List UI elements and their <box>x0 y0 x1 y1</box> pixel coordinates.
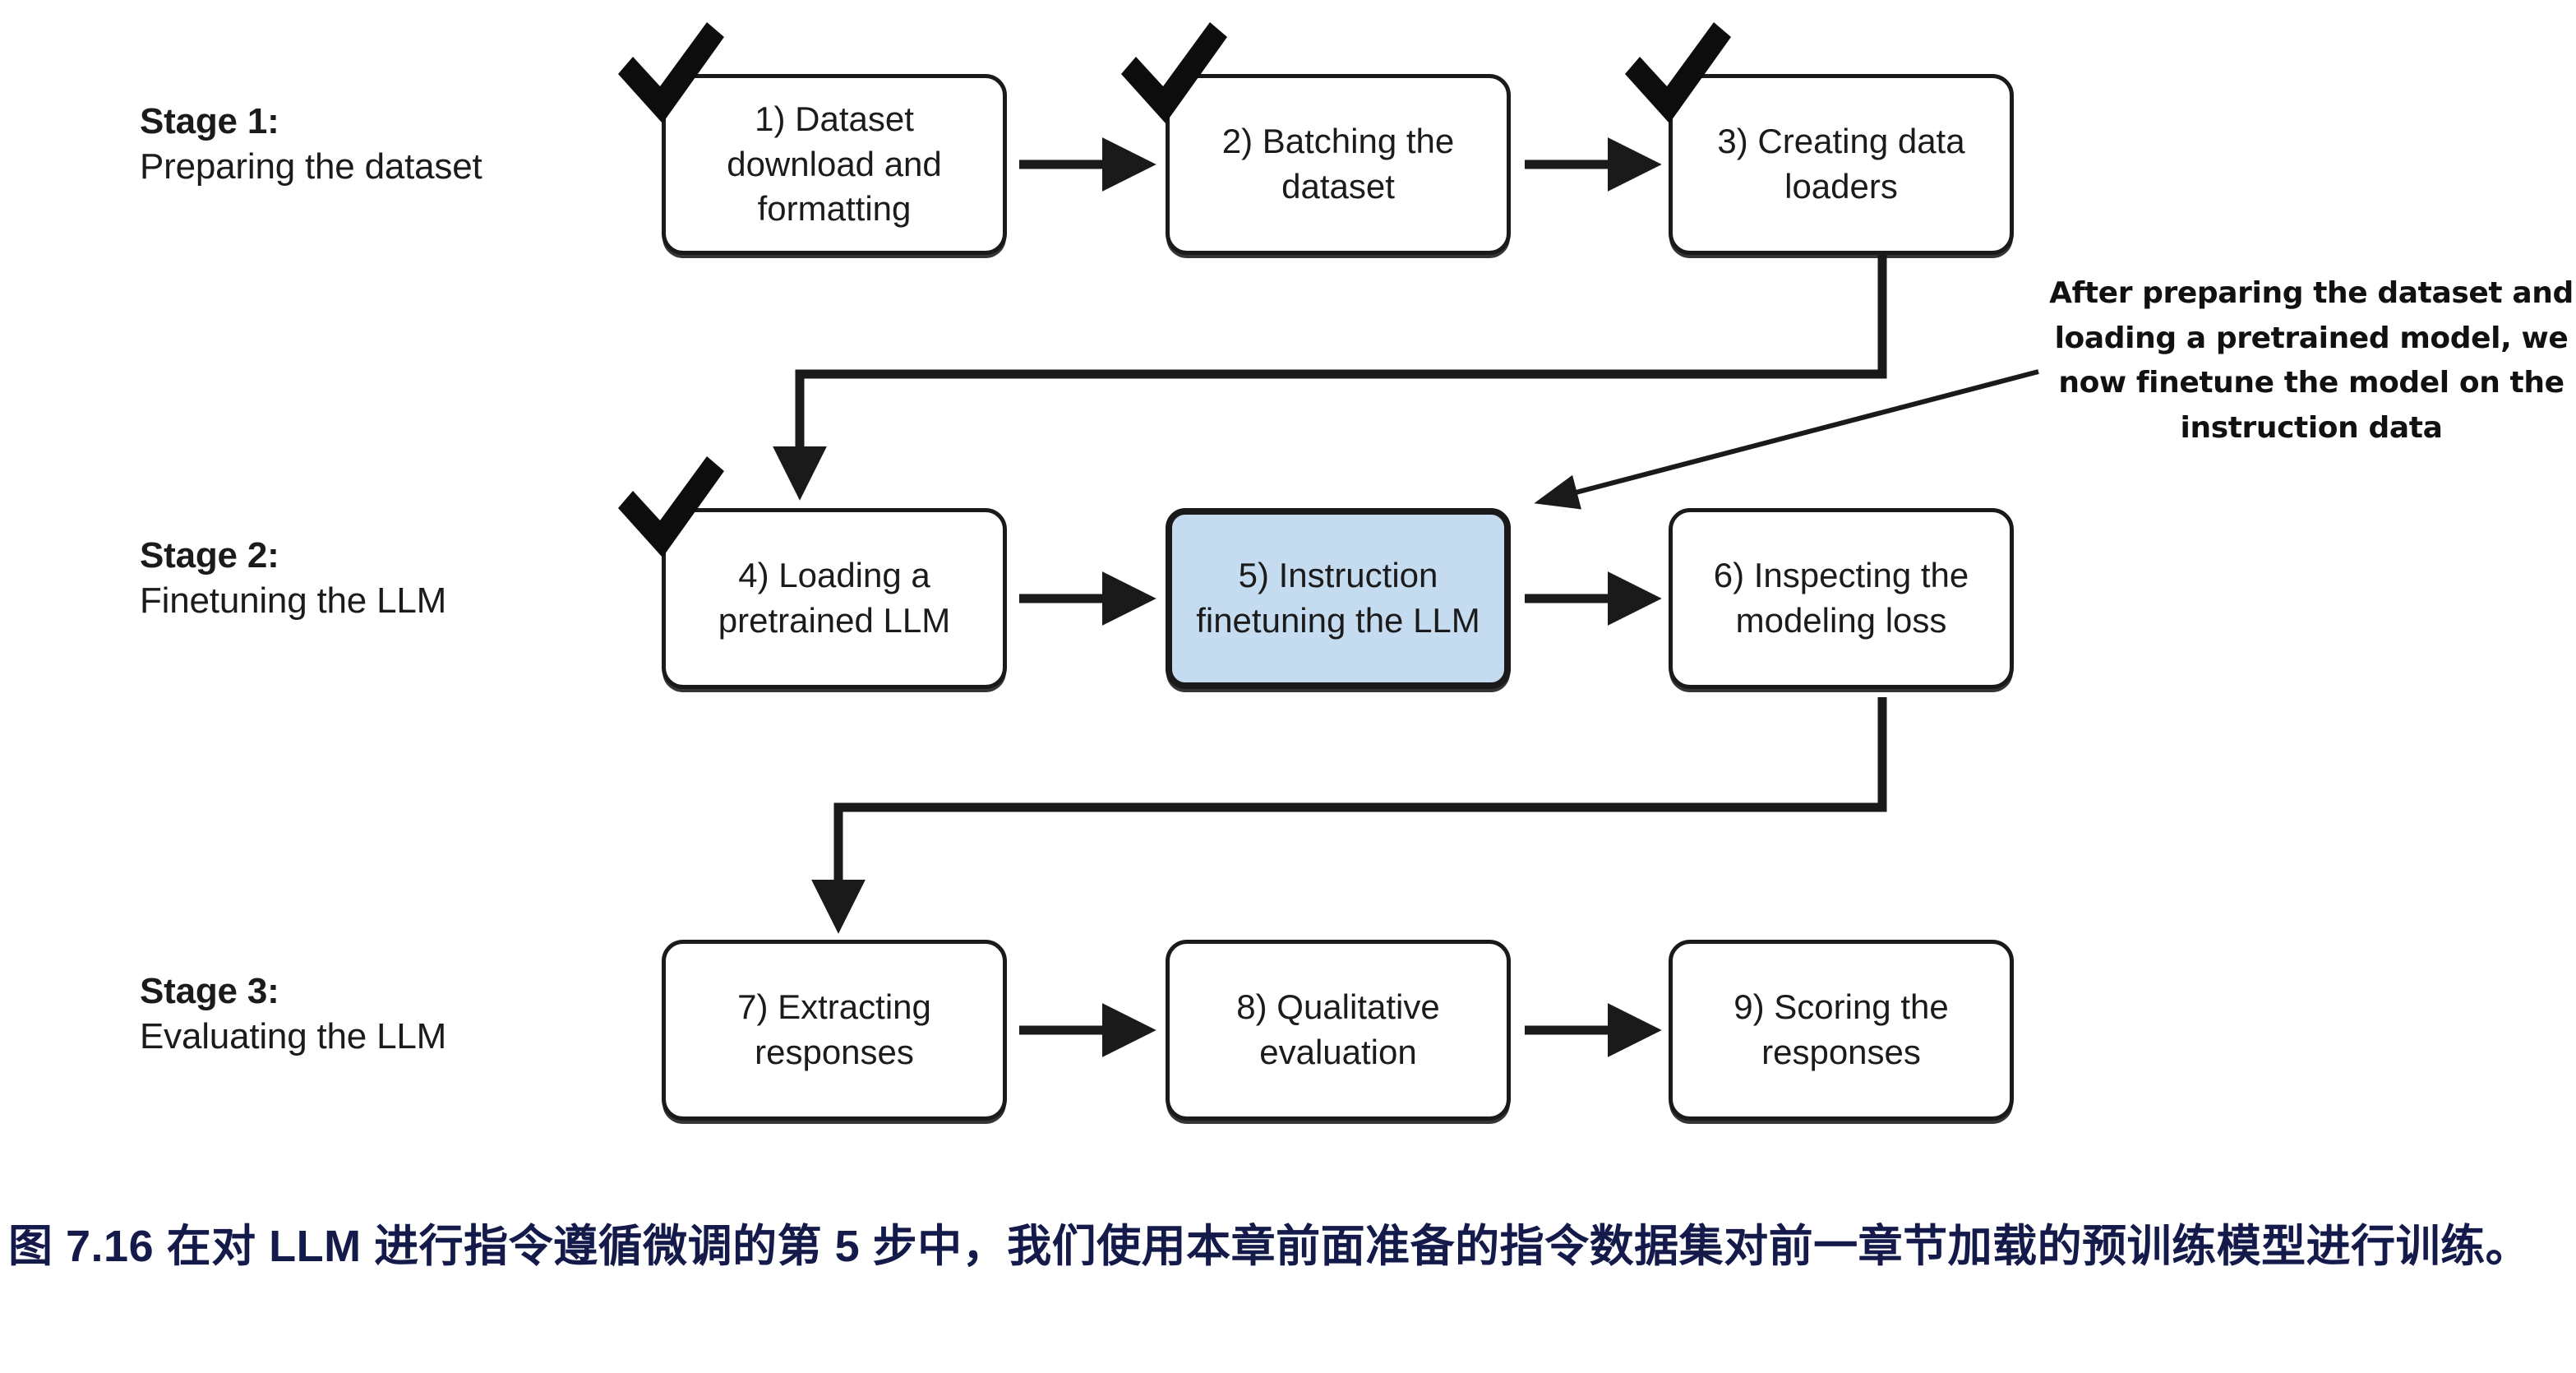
stage-2-title: Stage 2: <box>140 535 279 576</box>
flow-node-8[interactable]: 8) Qualitative evaluation <box>1166 940 1511 1121</box>
figure-caption: 图 7.16 在对 LLM 进行指令遵循微调的第 5 步中，我们使用本章前面准备… <box>8 1215 2568 1278</box>
connector-row1-row2 <box>773 253 1887 501</box>
stage-3-title: Stage 3: <box>140 971 279 1011</box>
flow-node-4[interactable]: 4) Loading a pretrained LLM <box>662 508 1007 689</box>
flow-node-6[interactable]: 6) Inspecting the modeling loss <box>1669 508 2014 689</box>
annotation-text: After preparing the dataset and loading … <box>2049 276 2574 446</box>
flow-node-9-label: 9) Scoring the responses <box>1733 987 1949 1071</box>
flow-node-3-label: 3) Creating data loaders <box>1717 122 1965 206</box>
stage-1-subtitle: Preparing the dataset <box>140 146 482 187</box>
flow-node-2-label: 2) Batching the dataset <box>1221 122 1455 206</box>
flow-node-7-label: 7) Extracting responses <box>737 987 931 1071</box>
annotation-leader-line <box>1534 369 2039 510</box>
stage-1-title: Stage 1: <box>140 101 279 141</box>
flow-node-1[interactable]: 1) Dataset download and formatting <box>662 74 1007 255</box>
stage-label-1: Stage 1: Preparing the dataset <box>140 99 482 190</box>
flow-node-3[interactable]: 3) Creating data loaders <box>1669 74 2014 255</box>
flow-node-6-label: 6) Inspecting the modeling loss <box>1713 556 1969 640</box>
figure-caption-text: 图 7.16 在对 LLM 进行指令遵循微调的第 5 步中，我们使用本章前面准备… <box>8 1222 2531 1271</box>
flow-node-7[interactable]: 7) Extracting responses <box>662 940 1007 1121</box>
annotation-callout: After preparing the dataset and loading … <box>2048 271 2574 451</box>
flow-node-5-label: 5) Instruction finetuning the LLM <box>1196 556 1480 640</box>
stage-label-3: Stage 3: Evaluating the LLM <box>140 968 446 1060</box>
stage-3-subtitle: Evaluating the LLM <box>140 1016 447 1057</box>
connector-row2-row3 <box>811 697 1887 934</box>
stage-label-2: Stage 2: Finetuning the LLM <box>140 533 446 624</box>
flow-node-1-label: 1) Dataset download and formatting <box>727 99 942 229</box>
stage-2-subtitle: Finetuning the LLM <box>140 580 447 622</box>
flow-node-2[interactable]: 2) Batching the dataset <box>1166 74 1511 255</box>
flow-node-5[interactable]: 5) Instruction finetuning the LLM <box>1166 508 1511 689</box>
flow-node-4-label: 4) Loading a pretrained LLM <box>718 556 951 640</box>
flow-node-9[interactable]: 9) Scoring the responses <box>1669 940 2014 1121</box>
flow-node-8-label: 8) Qualitative evaluation <box>1236 987 1440 1071</box>
